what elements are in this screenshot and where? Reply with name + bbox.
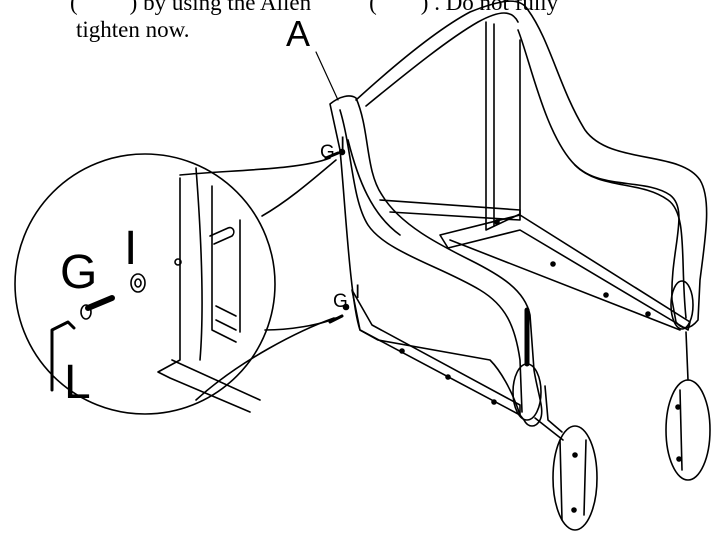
instruction-fragment: ( [70,0,78,15]
label-g-upper: G [320,142,335,163]
label-i-detail: I [124,222,137,275]
label-g-detail: G [60,246,97,299]
detail-magnifier [14,153,276,415]
label-g-lower: G [333,291,348,312]
label-i-upper: I [340,134,345,155]
detail-oval-front-leg [552,425,598,531]
left-arm-panel [329,95,543,427]
detail-oval-back-leg [665,379,711,481]
instruction-line-2: tighten now. [76,17,190,42]
label-l-detail: L [64,356,91,409]
instruction-fragment: ) . Do not fully [420,0,559,15]
label-frame-a: A [286,13,310,54]
instruction-fragment: ( [369,0,377,15]
bottom-rail [439,214,691,331]
right-arm-panel [355,0,708,329]
label-i-lower: I [355,282,360,303]
instruction-line-1: ( ) by using the Allen ( ) . Do not fully [70,0,558,14]
instruction-fragment: ) by using the Allen [129,0,312,15]
